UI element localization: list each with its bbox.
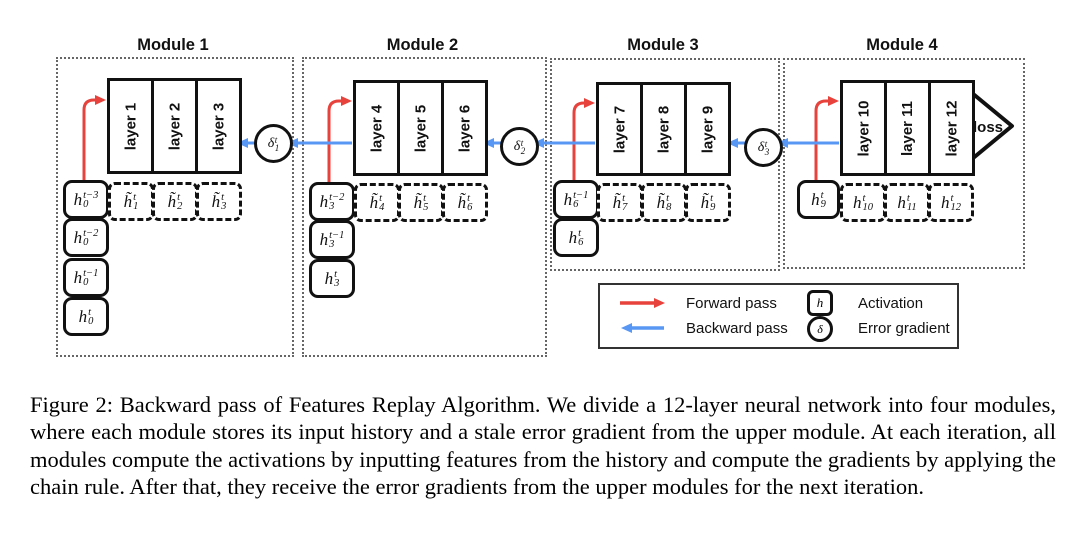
figure-caption: Figure 2: Backward pass of Features Repl… bbox=[30, 392, 1057, 500]
module-2-box bbox=[302, 57, 547, 357]
module-2-title: Module 2 bbox=[386, 36, 459, 54]
layer-9-label: layer 9 bbox=[699, 105, 717, 153]
figure-2-diagram: Module 1 Module 2 Module 3 Module 4 bbox=[56, 36, 1025, 357]
error-gradient-label: Error gradient bbox=[858, 320, 950, 337]
module-1-title: Module 1 bbox=[137, 36, 209, 54]
layer-1-label: layer 1 bbox=[122, 102, 140, 150]
backward-arrow-icon bbox=[621, 323, 664, 333]
module-3-title: Module 3 bbox=[627, 36, 699, 54]
loss-triangle: loss bbox=[970, 91, 1014, 161]
layer-5-label: layer 5 bbox=[412, 104, 430, 152]
layer-12-label: layer 12 bbox=[943, 100, 961, 156]
layer-10-box: layer 10 bbox=[840, 80, 887, 176]
activation-label: Activation bbox=[858, 295, 924, 312]
layer-11-box: layer 11 bbox=[884, 80, 931, 176]
layer-6-box: layer 6 bbox=[441, 80, 488, 176]
layer-4-box: layer 4 bbox=[353, 80, 400, 176]
layer-7-label: layer 7 bbox=[611, 105, 629, 153]
layer-12-box: layer 12 bbox=[928, 80, 975, 176]
layer-3-label: layer 3 bbox=[210, 102, 228, 150]
module-1-box bbox=[56, 57, 294, 357]
backward-pass-label: Backward pass bbox=[686, 320, 788, 337]
layer-6-label: layer 6 bbox=[456, 104, 474, 152]
layer-1-box: layer 1 bbox=[107, 78, 154, 174]
layer-10-label: layer 10 bbox=[855, 100, 873, 156]
forward-arrow-icon bbox=[620, 298, 665, 308]
legend-box: Forward pass Backward pass h Activation … bbox=[598, 283, 959, 349]
layer-5-box: layer 5 bbox=[397, 80, 444, 176]
loss-label: loss bbox=[973, 119, 1003, 136]
activation-symbol-icon: h bbox=[807, 290, 833, 316]
error-gradient-symbol-icon: δ bbox=[807, 316, 833, 342]
layer-4-label: layer 4 bbox=[368, 104, 386, 152]
forward-pass-label: Forward pass bbox=[686, 295, 777, 312]
forward-arrow-module-2 bbox=[327, 96, 352, 183]
layer-3-box: layer 3 bbox=[195, 78, 242, 174]
forward-arrow-module-3 bbox=[572, 98, 595, 181]
arrows-overlay: loss bbox=[82, 91, 1014, 183]
layer-7-box: layer 7 bbox=[596, 82, 643, 176]
layer-2-box: layer 2 bbox=[151, 78, 198, 174]
module-4-box bbox=[783, 58, 1025, 269]
forward-arrow-module-4 bbox=[814, 96, 839, 181]
layer-9-box: layer 9 bbox=[684, 82, 731, 176]
layer-8-label: layer 8 bbox=[655, 105, 673, 153]
layer-8-box: layer 8 bbox=[640, 82, 687, 176]
module-4-title: Module 4 bbox=[866, 36, 938, 54]
forward-arrow-module-1 bbox=[82, 95, 106, 181]
module-3-box bbox=[550, 58, 780, 271]
layer-11-label: layer 11 bbox=[899, 100, 916, 156]
layer-2-label: layer 2 bbox=[166, 102, 184, 150]
